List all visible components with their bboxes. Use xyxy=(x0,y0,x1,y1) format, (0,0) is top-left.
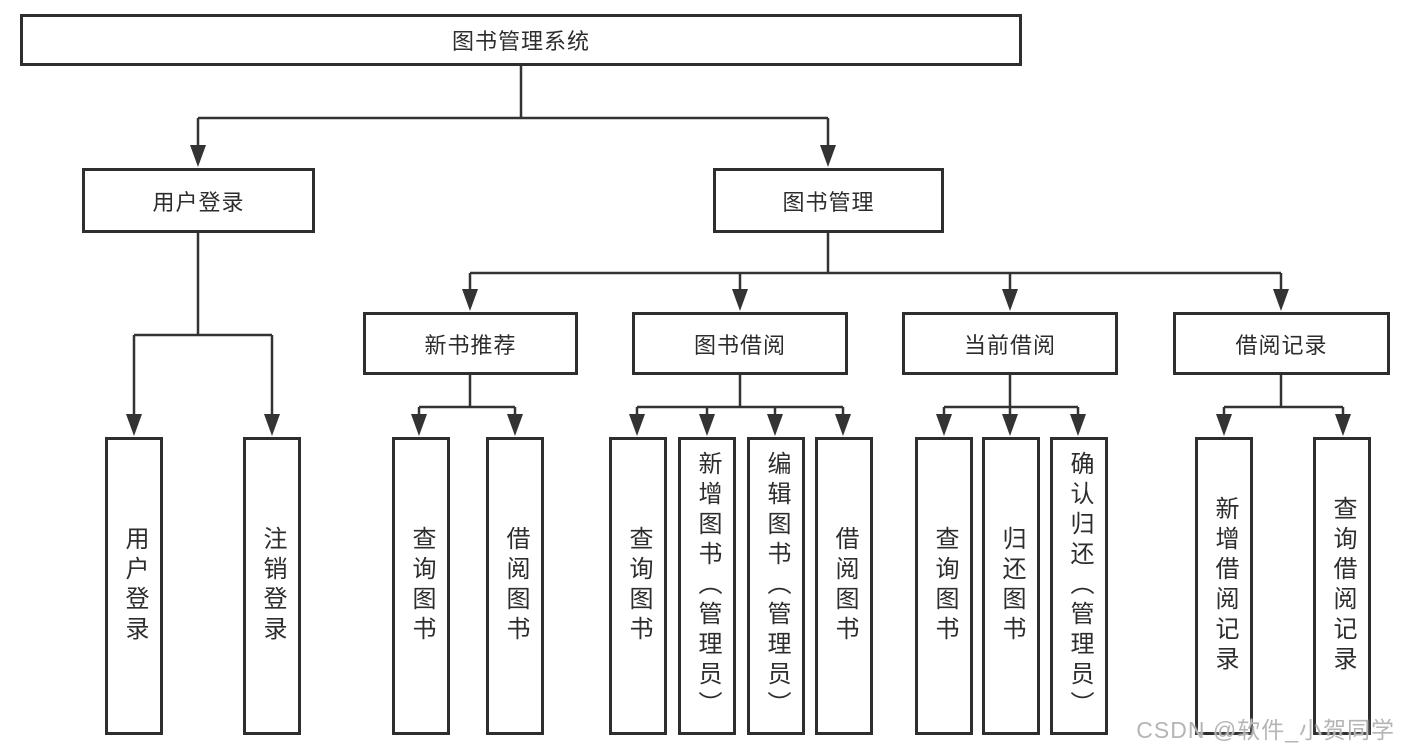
leaf-label: 查询图书 xyxy=(408,526,435,646)
leaf-user-login: 用户登录 xyxy=(105,437,163,735)
leaf-confirm-return-admin: 确认归还（管理员） xyxy=(1050,437,1108,735)
node-book-management: 图书管理 xyxy=(713,168,944,233)
leaf-label: 查询图书 xyxy=(931,526,958,646)
node-current-borrow: 当前借阅 xyxy=(902,312,1118,375)
leaf-return-books: 归还图书 xyxy=(982,437,1040,735)
leaf-label: 查询图书 xyxy=(625,526,652,646)
node-label: 新书推荐 xyxy=(424,332,517,358)
node-user-login: 用户登录 xyxy=(82,168,315,233)
leaf-label: 确认归还（管理员） xyxy=(1066,451,1093,721)
leaf-logout: 注销登录 xyxy=(243,437,301,735)
leaf-label: 归还图书 xyxy=(998,526,1025,646)
arrowheads xyxy=(126,145,1351,436)
node-borrow-records: 借阅记录 xyxy=(1173,312,1390,375)
watermark: CSDN @软件_小贺同学 xyxy=(1136,717,1395,743)
leaf-query-books-current: 查询图书 xyxy=(915,437,973,735)
leaf-label: 注销登录 xyxy=(259,526,286,646)
node-label: 图书管理 xyxy=(782,189,875,215)
leaf-label: 借阅图书 xyxy=(831,526,858,646)
leaf-edit-books-admin: 编辑图书（管理员） xyxy=(747,437,805,735)
node-label: 用户登录 xyxy=(152,189,245,215)
leaf-borrow-books: 借阅图书 xyxy=(815,437,873,735)
leaf-label: 编辑图书（管理员） xyxy=(763,451,790,721)
leaf-add-books-admin: 新增图书（管理员） xyxy=(678,437,736,735)
leaf-query-borrow-record: 查询借阅记录 xyxy=(1313,437,1371,735)
leaf-add-borrow-record: 新增借阅记录 xyxy=(1195,437,1253,735)
leaf-query-books-recommend: 查询图书 xyxy=(392,437,450,735)
leaf-label: 借阅图书 xyxy=(502,526,529,646)
leaf-borrow-books-recommend: 借阅图书 xyxy=(486,437,544,735)
leaf-label: 新增借阅记录 xyxy=(1211,496,1238,676)
node-label: 图书管理系统 xyxy=(451,29,590,54)
node-book-borrow: 图书借阅 xyxy=(632,312,848,375)
node-new-book-recommend: 新书推荐 xyxy=(363,312,578,375)
leaf-label: 新增图书（管理员） xyxy=(694,451,721,721)
leaf-label: 查询借阅记录 xyxy=(1329,496,1356,676)
node-label: 借阅记录 xyxy=(1235,332,1328,358)
node-root-system: 图书管理系统 xyxy=(20,14,1022,66)
node-label: 图书借阅 xyxy=(693,332,786,358)
leaf-query-books-borrow: 查询图书 xyxy=(609,437,667,735)
leaf-label: 用户登录 xyxy=(121,526,148,646)
node-label: 当前借阅 xyxy=(963,332,1056,358)
